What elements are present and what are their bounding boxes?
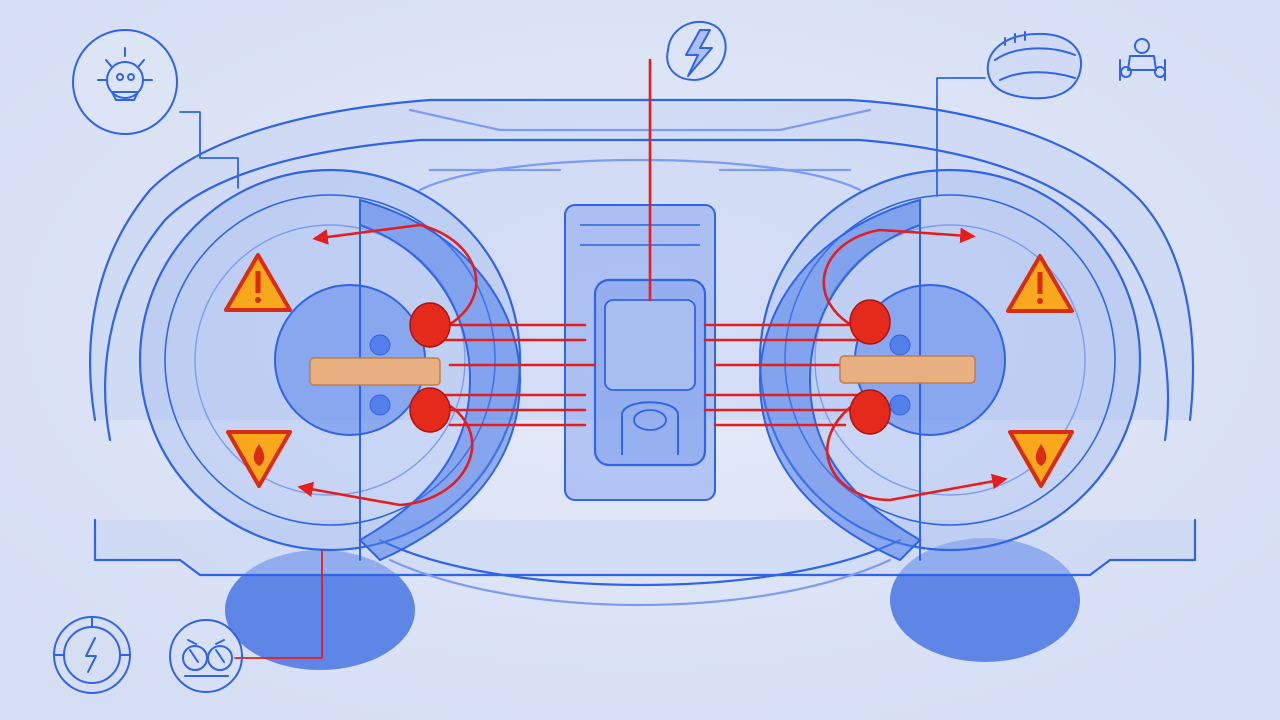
right-lower-return-arrow xyxy=(826,398,1008,502)
callout-leaders xyxy=(179,77,986,659)
brake-pads xyxy=(309,355,976,386)
brake-lines xyxy=(297,58,1008,507)
warning-exclamation-icon xyxy=(224,253,292,312)
warning-icons xyxy=(224,253,1074,488)
left-lower-return-arrow xyxy=(297,398,474,507)
right-upper-caliper xyxy=(849,299,891,345)
warning-exclamation-icon xyxy=(1006,254,1074,313)
sun-gauge-icon xyxy=(72,29,178,135)
left-upper-caliper xyxy=(409,302,451,348)
left-lower-caliper xyxy=(409,387,451,433)
twin-gauges-icon xyxy=(169,619,243,693)
warning-drop-icon xyxy=(226,430,292,488)
person-vehicle-icon xyxy=(1119,38,1166,81)
right-brake-caliper-body xyxy=(758,198,922,562)
power-gauge-icon xyxy=(53,616,131,694)
lightning-bolt-icon xyxy=(666,20,727,81)
left-brake-pad xyxy=(309,357,441,386)
left-upper-return-arrow xyxy=(312,223,478,332)
right-parallel-lines xyxy=(703,323,862,427)
underbody-line xyxy=(378,538,902,587)
right-upper-return-arrow xyxy=(822,227,976,332)
left-parallel-lines xyxy=(438,323,597,427)
headlight-icon xyxy=(986,31,1083,100)
warning-drop-icon xyxy=(1008,430,1074,488)
brake-calipers xyxy=(409,299,891,435)
right-lower-caliper xyxy=(849,389,891,435)
right-brake-pad xyxy=(839,355,976,384)
module-screen xyxy=(604,299,696,391)
central-control-module xyxy=(564,204,716,501)
left-tire-shadow xyxy=(225,550,415,670)
